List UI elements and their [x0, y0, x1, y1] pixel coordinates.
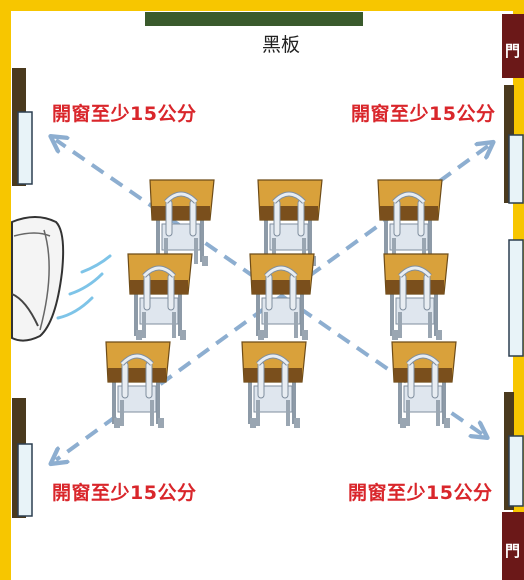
- window-icon: [508, 134, 524, 204]
- window-icon: [17, 443, 33, 517]
- blackboard-label: 黑板: [262, 34, 301, 56]
- blackboard-icon: [145, 12, 363, 26]
- window-icon: [508, 239, 524, 357]
- door-label-top: 門: [505, 42, 521, 60]
- window-open-label-bottom-left: 開窗至少15公分: [52, 482, 197, 504]
- window-open-label-top-left: 開窗至少15公分: [52, 103, 197, 125]
- window-open-label-bottom-right: 開窗至少15公分: [348, 482, 493, 504]
- door-icon: [502, 14, 524, 78]
- window-icon: [508, 435, 524, 507]
- window-icon: [17, 111, 33, 185]
- door-icon: [502, 512, 524, 580]
- window-open-label-top-right: 開窗至少15公分: [351, 103, 496, 125]
- door-label-bottom: 門: [505, 542, 521, 560]
